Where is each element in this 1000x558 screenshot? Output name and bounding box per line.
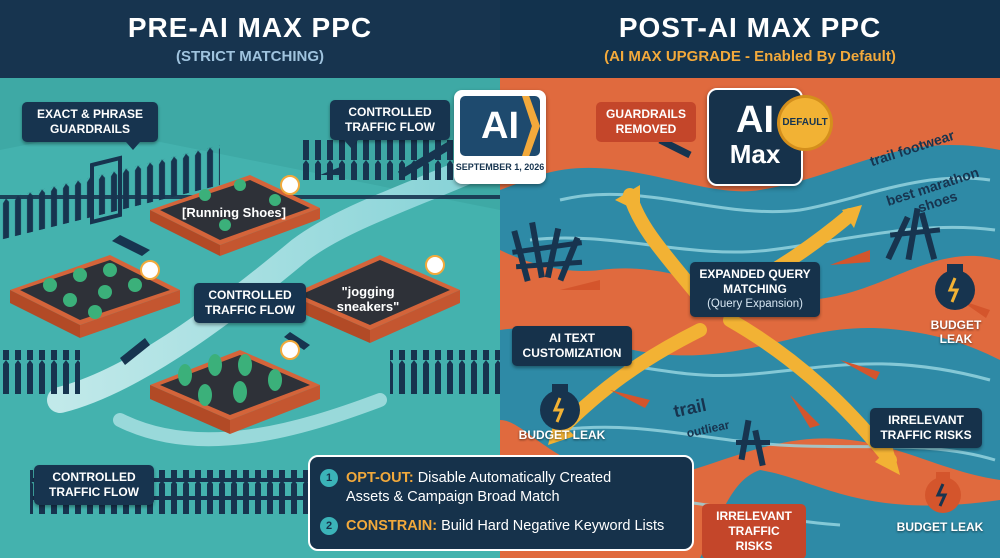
right-title: POST-AI MAX PPC xyxy=(618,12,882,43)
ai-badge-text: AI xyxy=(460,96,540,156)
option-1-number: 1 xyxy=(320,469,338,487)
ai-badge-date: SEPTEMBER 1, 2026 xyxy=(455,162,545,172)
bed-running-label: [Running Shoes] xyxy=(182,205,286,220)
controlled-traffic-bottom-label: CONTROLLED TRAFFIC FLOW xyxy=(34,465,154,505)
expanded-query-title: EXPANDED QUERY MATCHING xyxy=(699,267,811,296)
budget-leak-bottom-label: BUDGET LEAK xyxy=(896,520,984,534)
ai-max-line2: Max xyxy=(729,139,781,169)
money-bag-left xyxy=(540,384,580,430)
option-1-text: Disable Automatically Created xyxy=(417,470,612,486)
budget-leak-left-label: BUDGET LEAK xyxy=(518,428,606,442)
ai-text-customization-label: AI TEXT CUSTOMIZATION xyxy=(512,326,632,366)
left-ground xyxy=(0,130,500,558)
money-bag-right xyxy=(935,264,975,310)
expanded-query-label: EXPANDED QUERY MATCHING (Query Expansion… xyxy=(690,262,820,317)
irrelevant-traffic-bottom-label: IRRELEVANT TRAFFIC RISKS xyxy=(702,504,806,558)
fence-top xyxy=(0,145,220,240)
right-header: POST-AI MAX PPC (AI MAX UPGRADE - Enable… xyxy=(500,0,1000,78)
option-2-number: 2 xyxy=(320,517,338,535)
query-expansion-note: (Query Expansion) xyxy=(707,298,803,310)
money-bag-bottom xyxy=(925,472,961,513)
ai-max-line1: AI xyxy=(736,99,774,141)
flow-arrows xyxy=(112,165,345,365)
option-1-text2: Assets & Campaign Broad Match xyxy=(346,489,560,505)
left-title: PRE-AI MAX PPC xyxy=(127,12,373,43)
guardrails-removed-label: GUARDRAILS REMOVED xyxy=(596,102,696,142)
fence-left xyxy=(0,350,80,394)
bed-bottom xyxy=(150,350,320,434)
option-2-keyword: CONSTRAIN: xyxy=(346,518,438,534)
option-1-keyword: OPT-OUT: xyxy=(346,470,414,486)
location-pins xyxy=(140,175,445,360)
left-header: PRE-AI MAX PPC (STRICT MATCHING) xyxy=(0,0,500,78)
ai-date-badge: AI SEPTEMBER 1, 2026 xyxy=(454,90,546,184)
gate xyxy=(90,155,122,225)
bed-left xyxy=(10,255,180,338)
controlled-traffic-center-label: CONTROLLED TRAFFIC FLOW xyxy=(194,283,306,323)
budget-leak-right-label: BUDGET LEAK xyxy=(930,318,982,346)
bed-running xyxy=(150,175,320,256)
leak-arrows xyxy=(560,250,990,428)
bed-jogging-label: "jogging sneakers" xyxy=(336,284,400,314)
option-2-text: Build Hard Negative Keyword Lists xyxy=(441,518,665,534)
broken-fence-left xyxy=(511,221,583,282)
broken-fence-bottom xyxy=(736,419,770,467)
default-seal-icon: DEFAULT xyxy=(780,98,830,148)
exact-phrase-label: EXACT & PHRASE GUARDRAILS xyxy=(22,102,158,150)
option-2: 2 CONSTRAIN: Build Hard Negative Keyword … xyxy=(320,517,664,536)
broken-fence-right xyxy=(885,207,941,261)
bed-jogging xyxy=(290,255,460,343)
right-subtitle: (AI MAX UPGRADE - Enabled By Default) xyxy=(604,48,896,65)
controlled-traffic-top-label: CONTROLLED TRAFFIC FLOW xyxy=(330,100,450,148)
irrelevant-traffic-right-label: IRRELEVANT TRAFFIC RISKS xyxy=(870,408,982,448)
left-subtitle: (STRICT MATCHING) xyxy=(175,48,325,65)
